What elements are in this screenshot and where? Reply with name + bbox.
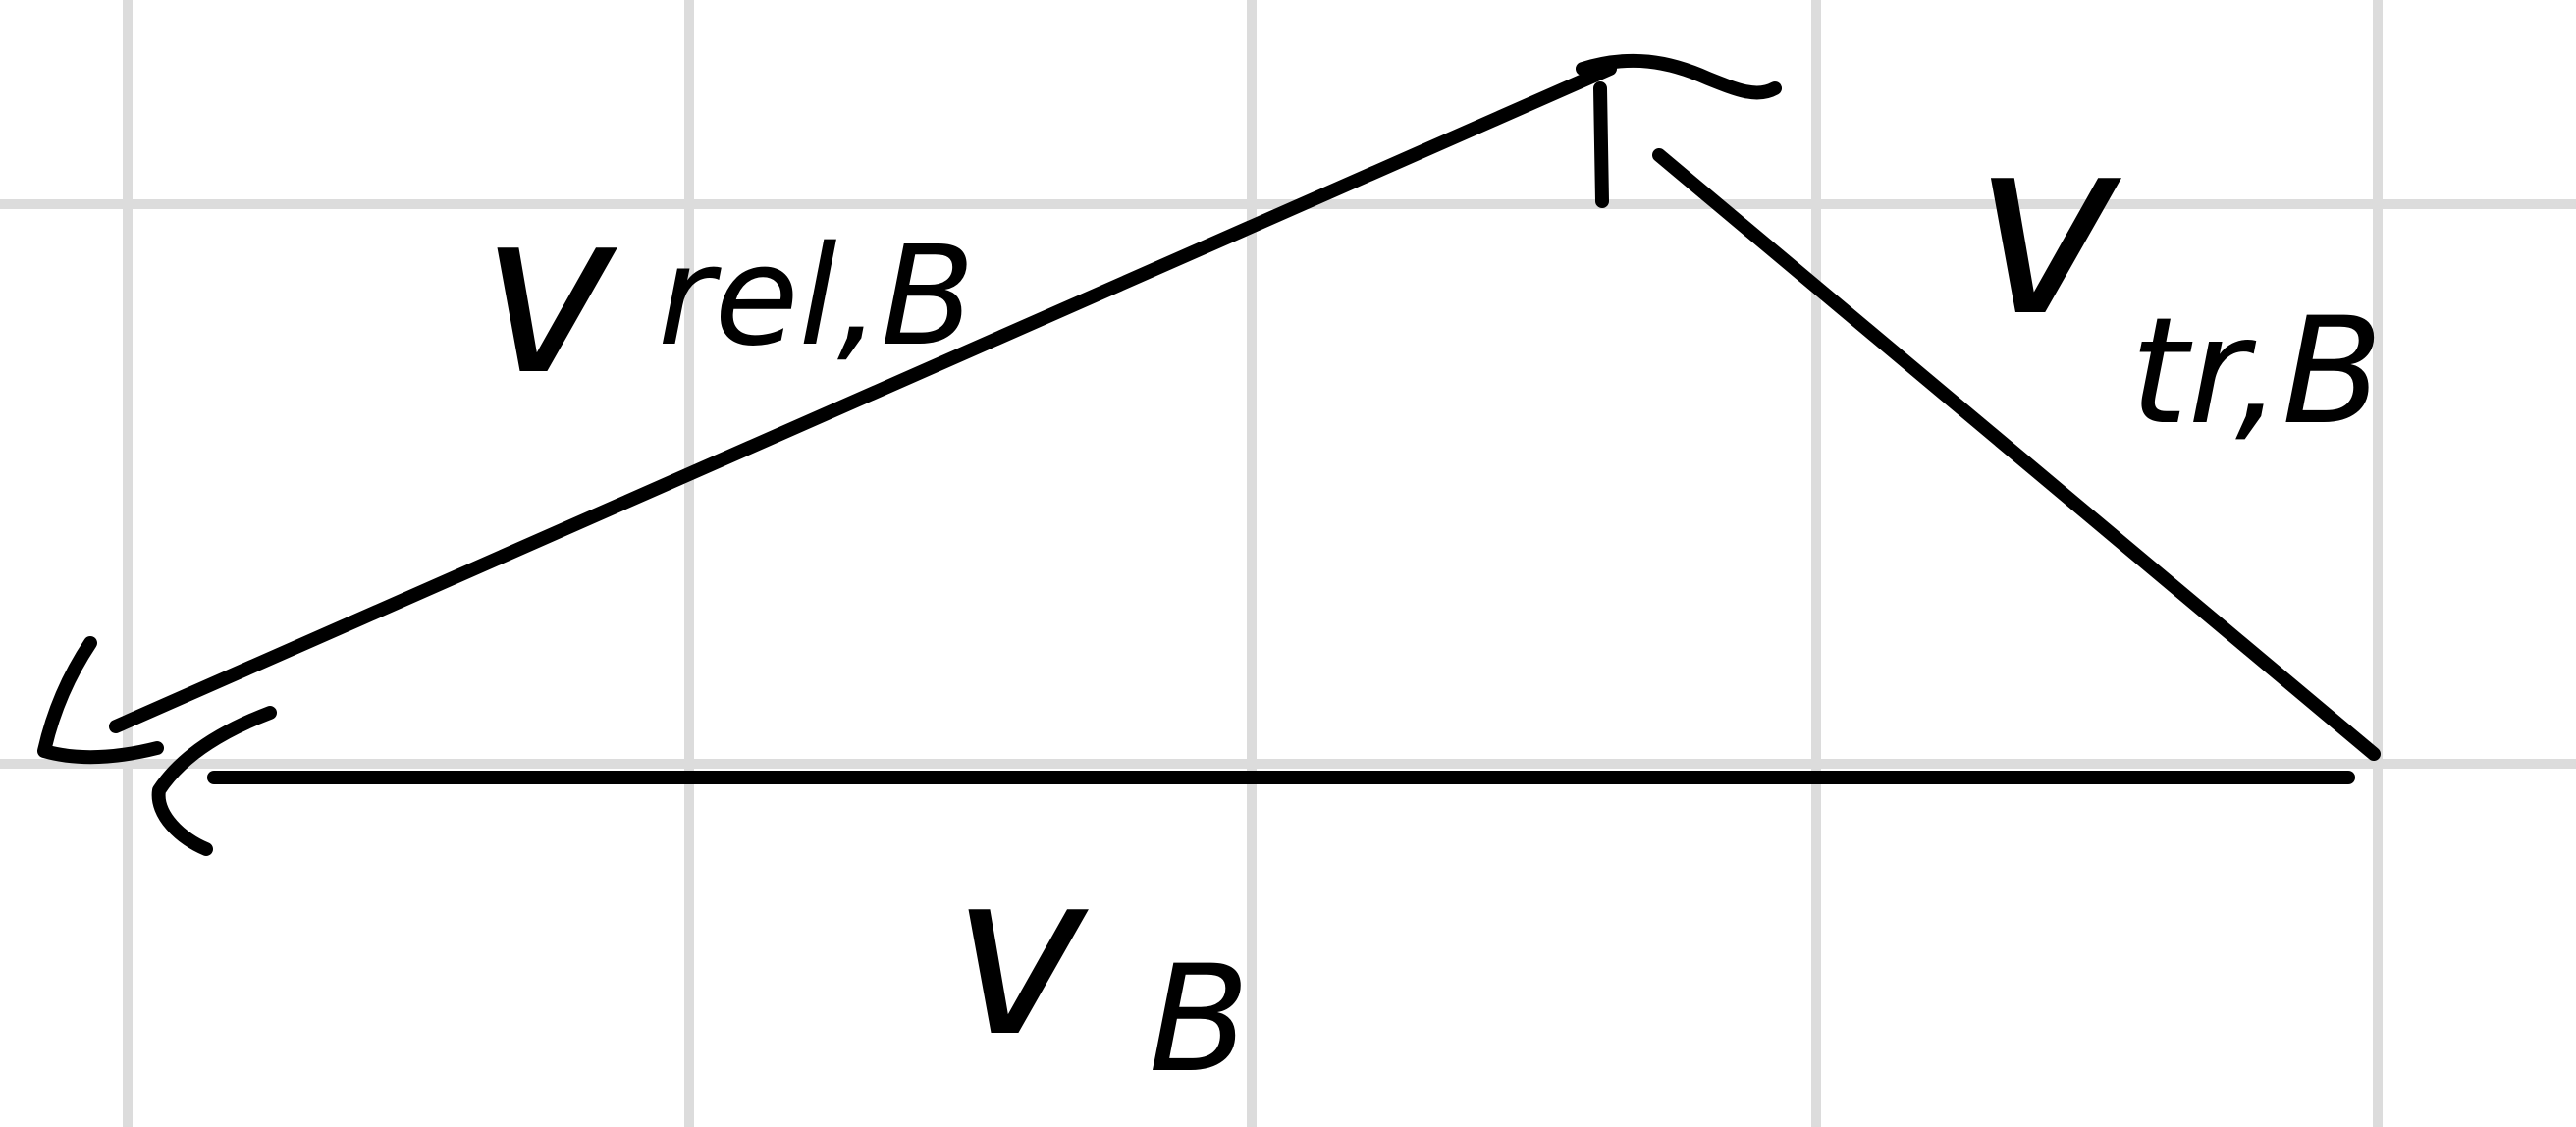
v-tr-line (1652, 148, 2381, 761)
label-v-tr: v tr,B (1973, 84, 2383, 457)
label-v-tr-subscript: tr,B (2130, 287, 2383, 457)
label-v-b-subscript: B (1149, 935, 1250, 1105)
vector-v-rel (37, 62, 1617, 765)
vector-v-b (151, 706, 2355, 856)
label-v-rel: v rel,B (481, 163, 975, 425)
apex-mark (1576, 53, 1782, 208)
label-v-rel-symbol: v (481, 163, 617, 425)
v-rel-line (109, 62, 1617, 733)
v-rel-arrowhead-icon (37, 636, 164, 765)
label-v-tr-symbol: v (1973, 84, 2121, 370)
vector-v-tr (1652, 148, 2381, 761)
label-v-b-symbol: v (952, 825, 1089, 1087)
label-v-b: v B (952, 825, 1250, 1105)
label-v-rel-subscript: rel,B (658, 217, 975, 377)
v-b-arrowhead-icon (151, 706, 277, 856)
v-tr-arrowhead-icon (1576, 53, 1782, 208)
